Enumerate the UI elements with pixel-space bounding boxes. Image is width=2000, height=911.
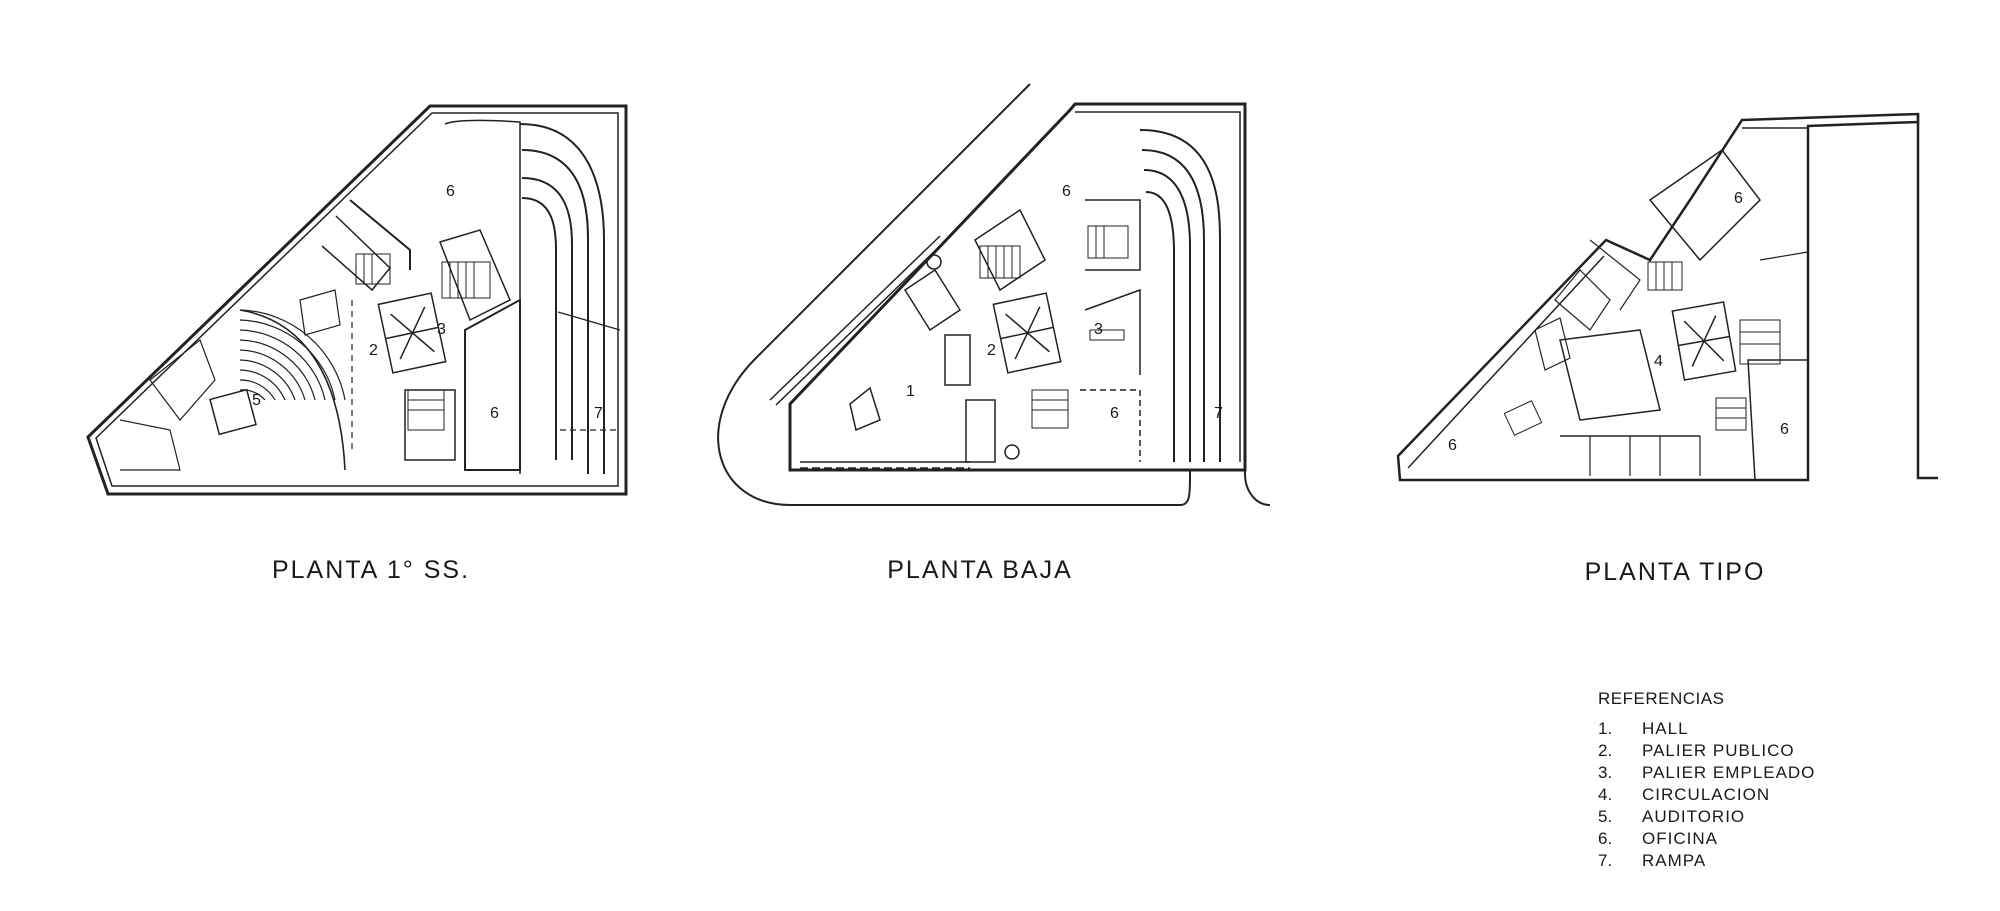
legend-item-number: 7. [1598, 851, 1613, 870]
room-label: 3 [1094, 321, 1103, 338]
legend-item-number: 1. [1598, 719, 1613, 738]
room-label: 5 [252, 392, 261, 409]
legend-item: 7. RAMPA [1598, 850, 1815, 872]
room-label: 6 [446, 183, 455, 200]
room-label: 6 [1780, 421, 1789, 438]
legend-item-label: PALIER PUBLICO [1642, 741, 1795, 760]
legend-item-number: 3. [1598, 763, 1613, 782]
room-label: 7 [594, 405, 603, 422]
legend-item-label: CIRCULACION [1642, 785, 1771, 804]
references-legend: REFERENCIAS 1. HALL 2. PALIER PUBLICO 3.… [1598, 688, 1815, 872]
legend-item: 4. CIRCULACION [1598, 784, 1815, 806]
room-label: 2 [987, 342, 996, 359]
legend-item-number: 4. [1598, 785, 1613, 804]
room-label: 1 [906, 383, 915, 400]
plan-title-planta-baja: PLANTA BAJA [887, 556, 1073, 584]
legend-item-number: 5. [1598, 807, 1613, 826]
legend-item-label: PALIER EMPLEADO [1642, 763, 1816, 782]
legend-item: 6. OFICINA [1598, 828, 1815, 850]
plan-title-sotano: PLANTA 1° SS. [271, 556, 471, 584]
legend-item-label: AUDITORIO [1642, 807, 1746, 826]
legend-item-label: RAMPA [1642, 851, 1707, 870]
room-label: 6 [1062, 183, 1071, 200]
legend-item-number: 6. [1598, 829, 1613, 848]
legend-title: REFERENCIAS [1598, 689, 1725, 708]
room-label: 2 [369, 342, 378, 359]
room-label: 3 [437, 321, 446, 338]
room-label: 6 [1448, 437, 1457, 454]
plan-planta-baja [717, 83, 1271, 506]
legend-item: 1. HALL [1598, 718, 1815, 740]
legend-item: 3. PALIER EMPLEADO [1598, 762, 1815, 784]
plan-title-planta-tipo: PLANTA TIPO [1584, 558, 1766, 586]
room-labels: 6 2 3 5 6 7 6 1 2 3 6 7 6 4 6 6 [252, 183, 1789, 454]
room-label: 4 [1654, 353, 1663, 370]
legend-item: 2. PALIER PUBLICO [1598, 740, 1815, 762]
room-label: 7 [1214, 405, 1223, 422]
room-label: 6 [1734, 190, 1743, 207]
plan-sotano [86, 104, 628, 496]
legend-item-label: OFICINA [1642, 829, 1718, 848]
room-label: 6 [1110, 405, 1119, 422]
legend-item-number: 2. [1598, 741, 1613, 760]
room-label: 6 [490, 405, 499, 422]
legend-item: 5. AUDITORIO [1598, 806, 1815, 828]
legend-item-label: HALL [1642, 719, 1689, 738]
plan-planta-tipo [1396, 112, 1938, 482]
